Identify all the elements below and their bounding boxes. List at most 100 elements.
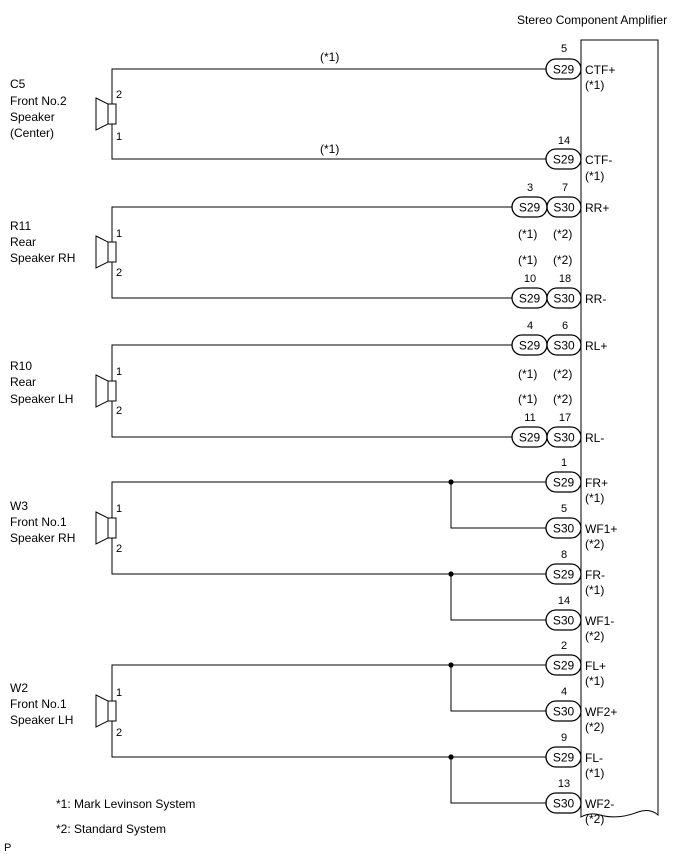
signal-label: RR- (585, 292, 606, 306)
system-note: (*1) (585, 78, 604, 92)
speaker-magnet-icon (107, 517, 117, 539)
wire (111, 68, 546, 104)
system-note: (*2) (585, 629, 604, 643)
pin-number: 9 (561, 732, 567, 744)
speaker-icon (95, 694, 109, 728)
amplifier-box (580, 39, 659, 818)
connector-label: S29 (553, 659, 575, 673)
connector-label: S30 (553, 705, 575, 719)
system-note: (*2) (585, 812, 604, 826)
pin-label: 2 (116, 89, 122, 101)
system-note: (*1) (518, 253, 537, 267)
connector-label: S29 (553, 751, 575, 765)
speaker-name-line: Front No.2 (10, 94, 67, 108)
junction-dot (448, 754, 454, 760)
connector-label: S30 (553, 522, 575, 536)
wire-branch (450, 482, 546, 529)
wire (111, 206, 512, 242)
pin-number: 7 (562, 182, 568, 194)
signal-label: FR+ (585, 476, 608, 490)
speaker-name-line: Front No.1 (10, 515, 67, 529)
speaker-c5: C5 Front No.2 Speaker (Center) 2 1 (*1) … (10, 50, 546, 160)
pin-label: 1 (116, 503, 122, 515)
connector-label: S29 (519, 431, 541, 445)
speaker-code: R10 (10, 359, 32, 373)
connector-s29 (545, 746, 582, 768)
terminal-wf1-plus: 5 S30 WF1+ (*2) (545, 503, 617, 551)
speaker-w2: W2 Front No.1 Speaker LH 1 2 (10, 662, 546, 804)
terminal-rl-minus: (*1) (*2) 11 17 S29 S30 RL- (511, 392, 604, 448)
speaker-code: W3 (10, 499, 28, 513)
terminal-ctf-plus: 5 S29 CTF+ (*1) (545, 43, 615, 92)
signal-label: WF1+ (585, 522, 617, 536)
signal-label: FL+ (585, 659, 606, 673)
connector-label: S30 (553, 614, 575, 628)
wire (111, 262, 512, 299)
pin-label: 2 (116, 543, 122, 555)
wire (111, 721, 546, 758)
speaker-name-line: Speaker RH (10, 251, 75, 265)
pin-label: 1 (116, 687, 122, 699)
terminal-fr-plus: 1 S29 FR+ (*1) (545, 457, 608, 505)
signal-label: CTF+ (585, 63, 615, 77)
connector-s30 (545, 609, 582, 631)
speaker-code: C5 (10, 77, 26, 91)
wire-branch (450, 665, 546, 712)
connector-label: S30 (553, 797, 575, 811)
pin-number: 8 (561, 549, 567, 561)
speaker-name-line: Rear (10, 375, 36, 389)
terminal-fr-minus: 8 S29 FR- (*1) (545, 549, 605, 597)
connector-s29 (545, 58, 582, 80)
pin-number: 2 (561, 640, 567, 652)
system-note: (*2) (553, 392, 572, 406)
connector-s29 (545, 471, 582, 493)
amplifier-label: Stereo Component Amplifier (517, 13, 667, 27)
system-note: (*1) (585, 583, 604, 597)
speaker-r11: R11 Rear Speaker RH 1 2 (10, 206, 512, 299)
pin-number: 1 (561, 457, 567, 469)
connector-label: S29 (553, 63, 575, 77)
pin-number: 3 (527, 182, 533, 194)
speaker-name-line: Speaker RH (10, 531, 75, 545)
connector-label: S30 (553, 339, 575, 353)
connector-s30 (546, 334, 582, 356)
system-note: (*2) (585, 720, 604, 734)
wire (111, 124, 546, 160)
system-note: (*1) (518, 367, 537, 381)
system-note: (*2) (553, 253, 572, 267)
junction-dot (448, 662, 454, 668)
connector-s29 (545, 148, 582, 170)
pin-number: 5 (561, 43, 567, 55)
speaker-magnet-icon (107, 241, 117, 263)
system-note: (*1) (585, 169, 604, 183)
speaker-code: W2 (10, 681, 28, 695)
signal-label: WF2+ (585, 705, 617, 719)
signal-label: RL- (585, 431, 604, 445)
terminal-rr-minus: (*1) (*2) 10 18 S29 S30 RR- (511, 253, 606, 309)
pin-label: 1 (116, 366, 122, 378)
pin-label: 2 (116, 267, 122, 279)
system-note: (*1) (518, 227, 537, 241)
pin-label: 1 (116, 228, 122, 240)
speaker-code: R11 (10, 219, 31, 233)
wire-branch (450, 574, 546, 621)
speaker-name-line: Rear (10, 235, 36, 249)
connector-label: S29 (553, 568, 575, 582)
signal-label: FL- (585, 751, 603, 765)
system-note: (*2) (585, 537, 604, 551)
signal-label: WF1- (585, 614, 614, 628)
signal-label: WF2- (585, 797, 614, 811)
speaker-icon (95, 235, 109, 269)
terminal-rl-plus: 4 6 S29 S30 RL+ (*1) (*2) (511, 320, 607, 381)
speaker-name-line: (Center) (10, 126, 54, 140)
speaker-name-line: Speaker LH (10, 713, 73, 727)
wire (111, 401, 512, 438)
system-note: (*1) (585, 491, 604, 505)
pin-number: 18 (559, 273, 571, 285)
terminal-wf2-minus: 13 S30 WF2- (*2) (545, 778, 614, 826)
connector-s29 (545, 654, 582, 676)
legend-note: *2: Standard System (56, 822, 166, 836)
connector-label: S29 (553, 476, 575, 490)
terminal-fl-minus: 9 S29 FL- (*1) (545, 732, 604, 780)
system-note: (*1) (585, 674, 604, 688)
